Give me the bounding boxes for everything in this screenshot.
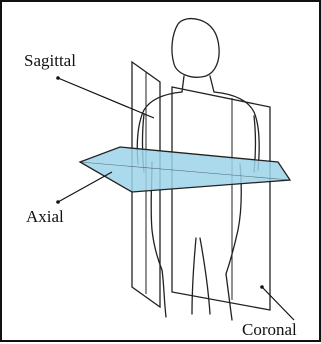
axial-leader-dot	[56, 200, 60, 204]
coronal-leader	[262, 287, 294, 320]
sagittal-label: Sagittal	[24, 51, 76, 70]
coronal-label: Coronal	[242, 320, 297, 339]
sagittal-leader-dot	[56, 76, 60, 80]
sagittal-leader	[58, 78, 154, 118]
coronal-leader-dot	[260, 285, 264, 289]
axial-leader	[58, 172, 112, 202]
leader-lines	[58, 78, 294, 320]
axial-label: Axial	[26, 207, 64, 226]
coronal-plane	[172, 87, 270, 310]
